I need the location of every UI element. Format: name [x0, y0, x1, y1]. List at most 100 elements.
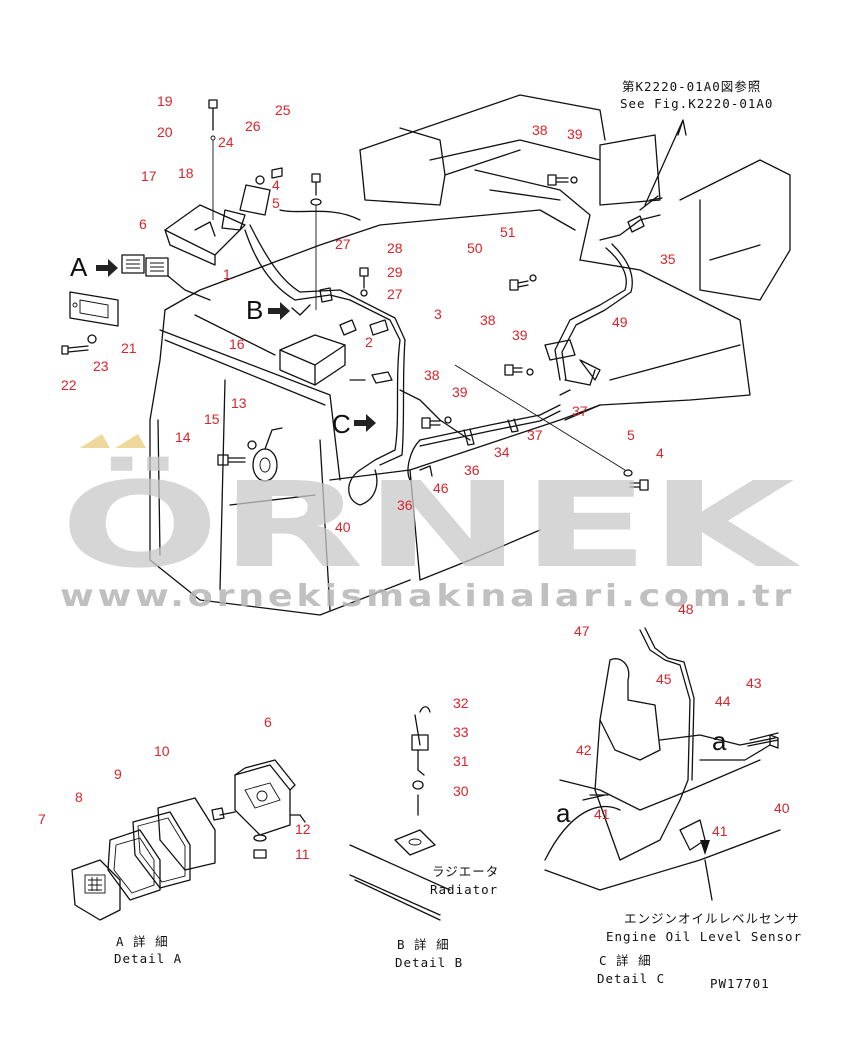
- bolt-22-washer-23: [61, 334, 97, 355]
- sensor-label-en: Engine Oil Level Sensor: [606, 929, 802, 944]
- callout-51: 51: [500, 224, 516, 240]
- detail-a-drawing: [71, 759, 306, 921]
- callout-50: 50: [467, 240, 483, 256]
- watermark: [80, 434, 146, 448]
- bolt-4-washer-5-lower: [454, 364, 649, 491]
- callout-27-a: 27: [335, 236, 351, 252]
- callout-29: 29: [387, 264, 403, 280]
- callout-49: 49: [612, 314, 628, 330]
- callout-46: 46: [433, 480, 449, 496]
- view-letter-a-lower-2: a: [556, 798, 571, 828]
- callout-25: 25: [275, 102, 291, 118]
- view-letter-b: B: [246, 295, 263, 325]
- callout-6: 6: [139, 216, 147, 232]
- callout-24: 24: [218, 134, 234, 150]
- callout-3: 3: [434, 306, 442, 322]
- callout-23: 23: [93, 358, 109, 374]
- callout-40-b: 40: [774, 800, 790, 816]
- callout-10: 10: [154, 743, 170, 759]
- callout-15: 15: [204, 411, 220, 427]
- callout-37-a: 37: [572, 403, 588, 419]
- callout-32: 32: [453, 695, 469, 711]
- wiring-harness: [244, 209, 471, 506]
- callout-9: 9: [114, 766, 122, 782]
- bracket-17-drawing: [164, 204, 246, 266]
- callout-38-a: 38: [532, 122, 548, 138]
- callout-39-c: 39: [452, 384, 468, 400]
- watermark-brand: ÖRNEK: [60, 456, 802, 594]
- callout-38-c: 38: [424, 367, 440, 383]
- callout-numbers: 19 20 24 26 25 17 18 4 5 6 1 27 28 29 27…: [38, 93, 790, 862]
- detail-c-caption-en: Detail C: [597, 971, 665, 986]
- view-letter-a: A: [70, 252, 88, 282]
- callout-47: 47: [574, 623, 590, 639]
- sensor-label-jp: エンジンオイルレベルセンサ: [624, 911, 800, 926]
- callout-48: 48: [678, 601, 694, 617]
- callout-1: 1: [223, 266, 231, 282]
- callout-45: 45: [656, 671, 672, 687]
- callout-36-b: 36: [397, 497, 413, 513]
- callout-18: 18: [178, 165, 194, 181]
- bolt-4-washer-5-upper: [310, 173, 322, 310]
- tube-49-drawing: [544, 119, 687, 396]
- callout-11: 11: [295, 846, 310, 862]
- bolt-19-20-bracket-24: [208, 99, 283, 231]
- callout-38-b: 38: [480, 312, 496, 328]
- callout-31: 31: [453, 753, 469, 769]
- callout-42: 42: [576, 742, 592, 758]
- callout-39-b: 39: [512, 327, 528, 343]
- detail-b-drawing: [349, 706, 451, 921]
- reference-note-en: See Fig.K2220-01A0: [620, 96, 773, 111]
- machine-body-outline: [149, 94, 791, 616]
- view-letter-c: C: [332, 409, 351, 439]
- callout-41-a: 41: [594, 806, 610, 822]
- callout-20: 20: [157, 124, 173, 140]
- callout-17: 17: [141, 168, 157, 184]
- callout-44: 44: [715, 693, 731, 709]
- callout-16: 16: [229, 336, 245, 352]
- callout-36-a: 36: [464, 462, 480, 478]
- callout-34: 34: [494, 444, 510, 460]
- callout-8: 8: [75, 789, 83, 805]
- detail-b-caption-jp: B 詳 細: [397, 937, 450, 952]
- callout-4-lower: 4: [656, 445, 664, 461]
- detail-c-caption-jp: C 詳 細: [599, 953, 652, 968]
- callout-5-lower: 5: [627, 427, 635, 443]
- watermark-url: www.ornekismakinalari.com.tr: [60, 579, 795, 614]
- callout-7: 7: [38, 811, 46, 827]
- callout-4-upper: 4: [272, 177, 280, 193]
- callout-21: 21: [121, 340, 137, 356]
- callout-37-b: 37: [527, 427, 543, 443]
- plate-21-drawing: [69, 291, 119, 327]
- callout-26: 26: [245, 118, 261, 134]
- drawing-code: PW17701: [710, 976, 770, 991]
- radiator-label-en: Radiator: [430, 882, 498, 897]
- callout-12: 12: [295, 821, 311, 837]
- detail-captions: A 詳 細 Detail A B 詳 細 Detail B C 詳 細 Deta…: [114, 864, 802, 991]
- detail-b-caption-en: Detail B: [395, 955, 463, 970]
- callout-14: 14: [175, 429, 191, 445]
- callout-35: 35: [660, 251, 676, 267]
- callout-30: 30: [453, 783, 469, 799]
- pipe-34-drawing: [407, 404, 561, 481]
- detail-c-drawing: [544, 627, 781, 901]
- callout-6-detail: 6: [264, 714, 272, 730]
- horn-drawing: [217, 427, 283, 482]
- work-lamp-pair-drawing: [121, 254, 211, 301]
- box-16-drawing: [194, 314, 346, 386]
- callout-19: 19: [157, 93, 173, 109]
- view-letter-a-lower-1: a: [712, 726, 727, 756]
- view-arrows: [96, 259, 376, 432]
- reference-note-jp: 第K2220-01A0図参照: [622, 79, 761, 94]
- callout-22: 22: [61, 377, 77, 393]
- callout-28: 28: [387, 240, 403, 256]
- callout-5-upper: 5: [272, 195, 280, 211]
- view-letters: A B C a a: [70, 252, 727, 828]
- bolts-38-39: [359, 174, 578, 429]
- callout-13: 13: [231, 395, 247, 411]
- callout-33: 33: [453, 724, 469, 740]
- callout-39-a: 39: [567, 126, 583, 142]
- reference-note: 第K2220-01A0図参照 See Fig.K2220-01A0: [620, 79, 773, 111]
